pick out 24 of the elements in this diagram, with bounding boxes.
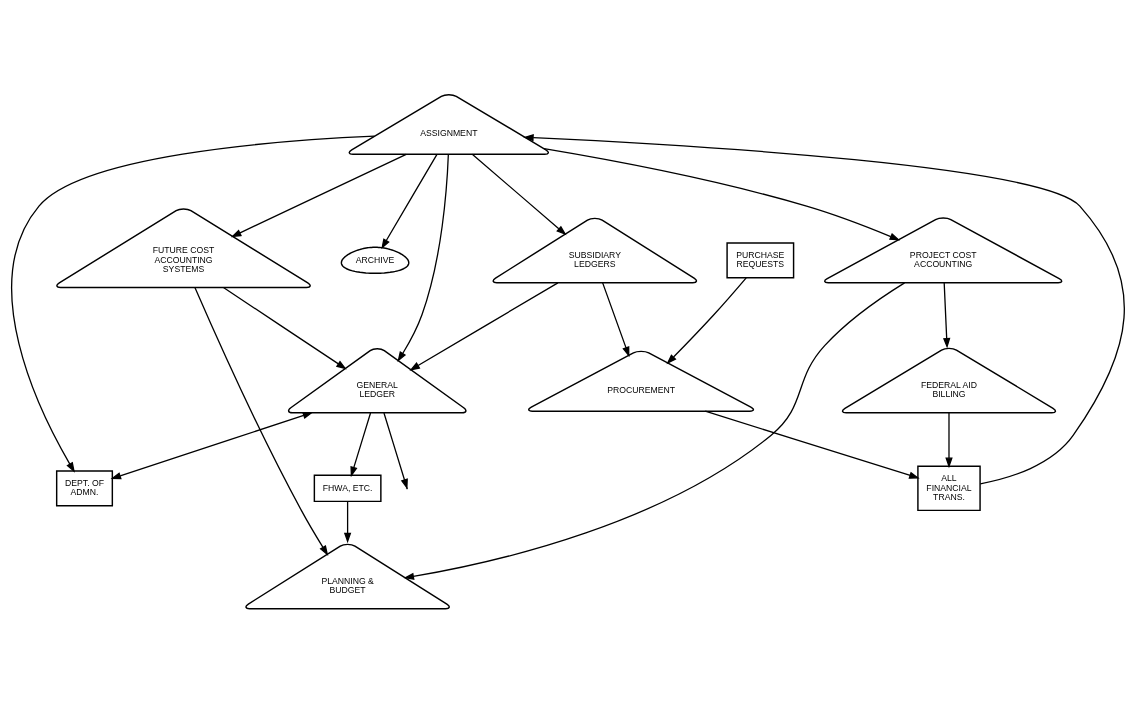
arrow — [942, 282, 951, 349]
arrow — [343, 500, 352, 544]
arrow — [383, 412, 408, 490]
arrow — [704, 410, 920, 479]
arrow — [397, 153, 449, 362]
arrow — [945, 412, 953, 469]
arrow — [602, 282, 630, 358]
arrow — [11, 135, 376, 473]
arrow — [230, 153, 407, 238]
arrow — [381, 153, 438, 250]
arrow — [350, 412, 372, 478]
node-box: DEPT. OF ADMN. — [55, 470, 114, 507]
arrow — [523, 133, 1125, 485]
arrow — [194, 286, 329, 556]
arrow — [222, 286, 347, 370]
arrow — [409, 282, 559, 371]
arrow — [110, 412, 314, 480]
node-box: PURCHASE REQUESTS — [726, 242, 795, 279]
node-box: ALL FINANCIAL TRANS. — [917, 465, 981, 512]
arrow — [543, 148, 901, 241]
arrow — [403, 282, 906, 580]
node-box: FHWA, ETC. — [313, 474, 382, 503]
arrow — [471, 153, 567, 236]
arrow — [666, 277, 747, 365]
